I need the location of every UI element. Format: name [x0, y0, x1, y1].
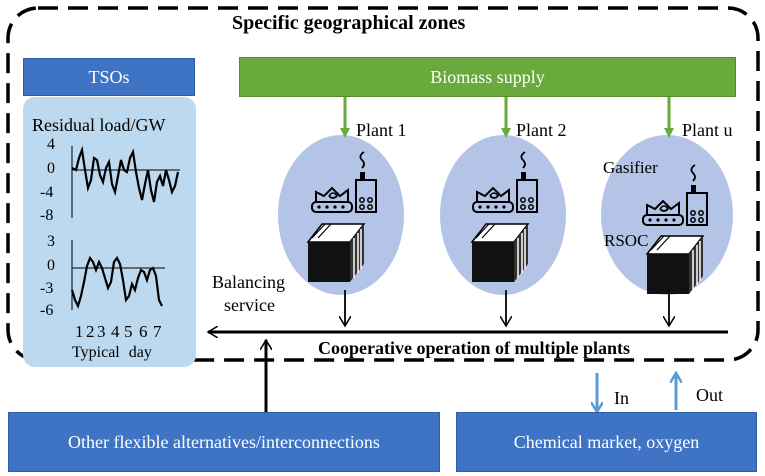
- tso-header: TSOs: [23, 58, 195, 96]
- other-alternatives-label: Other flexible alternatives/interconnect…: [68, 431, 380, 452]
- balancing-label-line1: Balancing: [212, 272, 285, 292]
- cooperative-label: Cooperative operation of multiple plants: [318, 338, 630, 358]
- x-tick-7: 7: [153, 322, 162, 341]
- chemical-market-label: Chemical market, oxygen: [513, 431, 700, 452]
- chart-title: Residual load/GW: [32, 115, 166, 135]
- zone-boundary: [6, 6, 760, 362]
- chart2-tick-0: 0: [47, 257, 55, 274]
- residual-load-chart-1: [71, 145, 180, 218]
- in-label: In: [614, 388, 629, 408]
- x-tick-5: 5: [124, 322, 133, 341]
- plant-2-label: Plant 2: [516, 120, 567, 140]
- x-tick-2: 2: [86, 322, 95, 341]
- biomass-supply-label: Biomass supply: [430, 66, 545, 87]
- chart1-tick-4: 4: [47, 136, 55, 153]
- rsoc-icon-1: [307, 223, 365, 283]
- rsoc-icon-2: [471, 223, 529, 283]
- chart1-tick-neg8: -8: [40, 207, 54, 224]
- chart2-tick-neg6: -6: [40, 302, 54, 319]
- x-tick-1: 1: [75, 322, 84, 341]
- chart1-tick-neg4: -4: [40, 184, 54, 201]
- residual-load-chart-2: [70, 240, 165, 310]
- chemical-market-box: Chemical market, oxygen: [456, 412, 757, 472]
- balancing-label-line2: service: [224, 295, 275, 315]
- plant-1-label: Plant 1: [356, 120, 407, 140]
- chart2-tick-3: 3: [47, 233, 55, 250]
- plant-u-label: Plant u: [682, 120, 733, 140]
- tso-panel: [23, 97, 196, 367]
- chart1-tick-0: 0: [47, 160, 55, 177]
- x-tick-6: 6: [139, 322, 148, 341]
- tso-header-label: TSOs: [88, 66, 130, 87]
- out-label: Out: [696, 385, 723, 405]
- zone-title: Specific geographical zones: [232, 12, 466, 34]
- gasifier-label: Gasifier: [603, 158, 658, 177]
- other-alternatives-box: Other flexible alternatives/interconnect…: [8, 412, 440, 472]
- x-axis-label: Typical day: [72, 344, 152, 361]
- rsoc-label: RSOC: [604, 231, 649, 250]
- chart2-tick-neg3: -3: [40, 280, 54, 297]
- x-tick-4: 4: [111, 322, 120, 341]
- biomass-supply-box: Biomass supply: [239, 57, 736, 97]
- plant-2-ellipse: [440, 135, 566, 295]
- x-tick-3: 3: [97, 322, 106, 341]
- rsoc-icon-u: [646, 235, 704, 295]
